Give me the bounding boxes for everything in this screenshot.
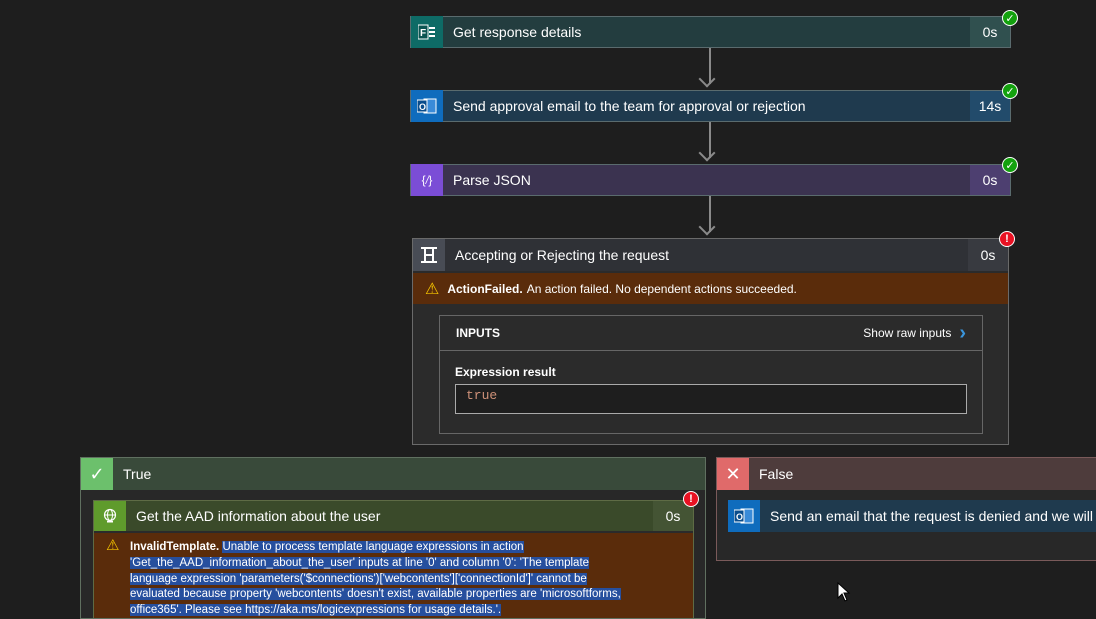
- success-check-icon: ✓: [1002, 83, 1018, 99]
- step-title: Send approval email to the team for appr…: [453, 98, 806, 114]
- step-parse-json[interactable]: {/} Parse JSON 0s: [410, 164, 1011, 196]
- warning-icon: ⚠: [425, 280, 440, 298]
- template-error-text: InvalidTemplate. Unable to process templ…: [130, 540, 685, 618]
- template-error-line: office365'. Please see https://aka.ms/lo…: [130, 604, 502, 617]
- svg-text:O: O: [419, 102, 426, 112]
- inputs-header: INPUTS Show raw inputs ›: [440, 316, 982, 351]
- condition-icon: [413, 239, 445, 271]
- true-branch-header[interactable]: ✓ True: [81, 458, 705, 490]
- chevron-right-icon[interactable]: ›: [959, 322, 966, 344]
- forms-icon: F: [411, 16, 443, 48]
- condition-header[interactable]: Accepting or Rejecting the request 0s: [413, 239, 1008, 271]
- show-raw-inputs-link[interactable]: Show raw inputs: [863, 326, 952, 340]
- template-error-line: 'Get_the_AAD_information_about_the_user'…: [130, 556, 590, 569]
- inputs-label: INPUTS: [456, 326, 501, 340]
- template-error-code: InvalidTemplate.: [130, 541, 220, 553]
- true-branch[interactable]: ✓ True Get the AAD information about the…: [80, 457, 706, 619]
- close-icon: ✕: [717, 458, 749, 490]
- send-denied-email-card[interactable]: O Send an email that the request is deni…: [728, 500, 1096, 532]
- aad-action-title: Get the AAD information about the user: [136, 508, 381, 524]
- expression-result-value: true: [466, 388, 498, 403]
- template-error-line: language expression 'parameters('$connec…: [130, 572, 587, 585]
- mouse-cursor-icon: [837, 582, 851, 602]
- step-title: Get response details: [453, 24, 582, 40]
- false-branch-header[interactable]: ✕ False: [717, 458, 1096, 490]
- expression-result-field: true: [455, 384, 967, 414]
- aad-action-header[interactable]: Get the AAD information about the user 0…: [94, 501, 693, 531]
- condition-duration: 0s: [968, 239, 1008, 271]
- error-alert-icon: !: [999, 231, 1015, 247]
- error-code: ActionFailed.: [447, 281, 523, 296]
- condition-title: Accepting or Rejecting the request: [455, 247, 670, 263]
- false-branch[interactable]: ✕ False O Send an email that the request…: [716, 457, 1096, 561]
- inputs-panel: INPUTS Show raw inputs › Expression resu…: [439, 315, 983, 434]
- error-banner: ⚠ ActionFailed. An action failed. No dep…: [413, 273, 1008, 304]
- success-check-icon: ✓: [1002, 10, 1018, 26]
- template-error-message: Unable to process template language expr…: [222, 541, 524, 553]
- true-branch-label: True: [123, 466, 152, 482]
- template-error-line: evaluated because property 'webcontents'…: [130, 588, 621, 601]
- step-title: Parse JSON: [453, 172, 531, 188]
- outlook-icon: O: [728, 500, 760, 532]
- error-alert-icon: !: [683, 491, 699, 507]
- success-check-icon: ✓: [1002, 157, 1018, 173]
- braces-icon: {/}: [411, 164, 443, 196]
- outlook-icon: O: [411, 90, 443, 122]
- aad-action-card[interactable]: Get the AAD information about the user 0…: [93, 500, 694, 618]
- send-denied-email-title: Send an email that the request is denied…: [770, 508, 1093, 524]
- step-send-approval-email[interactable]: O Send approval email to the team for ap…: [410, 90, 1011, 122]
- expression-result-label: Expression result: [455, 365, 556, 379]
- svg-text:F: F: [420, 28, 426, 39]
- braces-glyph: {/}: [421, 173, 433, 187]
- globe-icon: [94, 501, 126, 531]
- checkmark-icon: ✓: [81, 458, 113, 490]
- step-duration: 0s: [970, 17, 1010, 47]
- false-branch-label: False: [759, 466, 794, 482]
- condition-card[interactable]: Accepting or Rejecting the request 0s ⚠ …: [412, 238, 1009, 445]
- error-message: An action failed. No dependent actions s…: [526, 281, 797, 296]
- step-get-response-details[interactable]: F Get response details 0s: [410, 16, 1011, 48]
- svg-text:O: O: [736, 512, 743, 522]
- warning-icon: ⚠: [106, 537, 120, 554]
- template-error-banner: ⚠ InvalidTemplate. Unable to process tem…: [94, 533, 693, 618]
- step-duration: 0s: [970, 165, 1010, 195]
